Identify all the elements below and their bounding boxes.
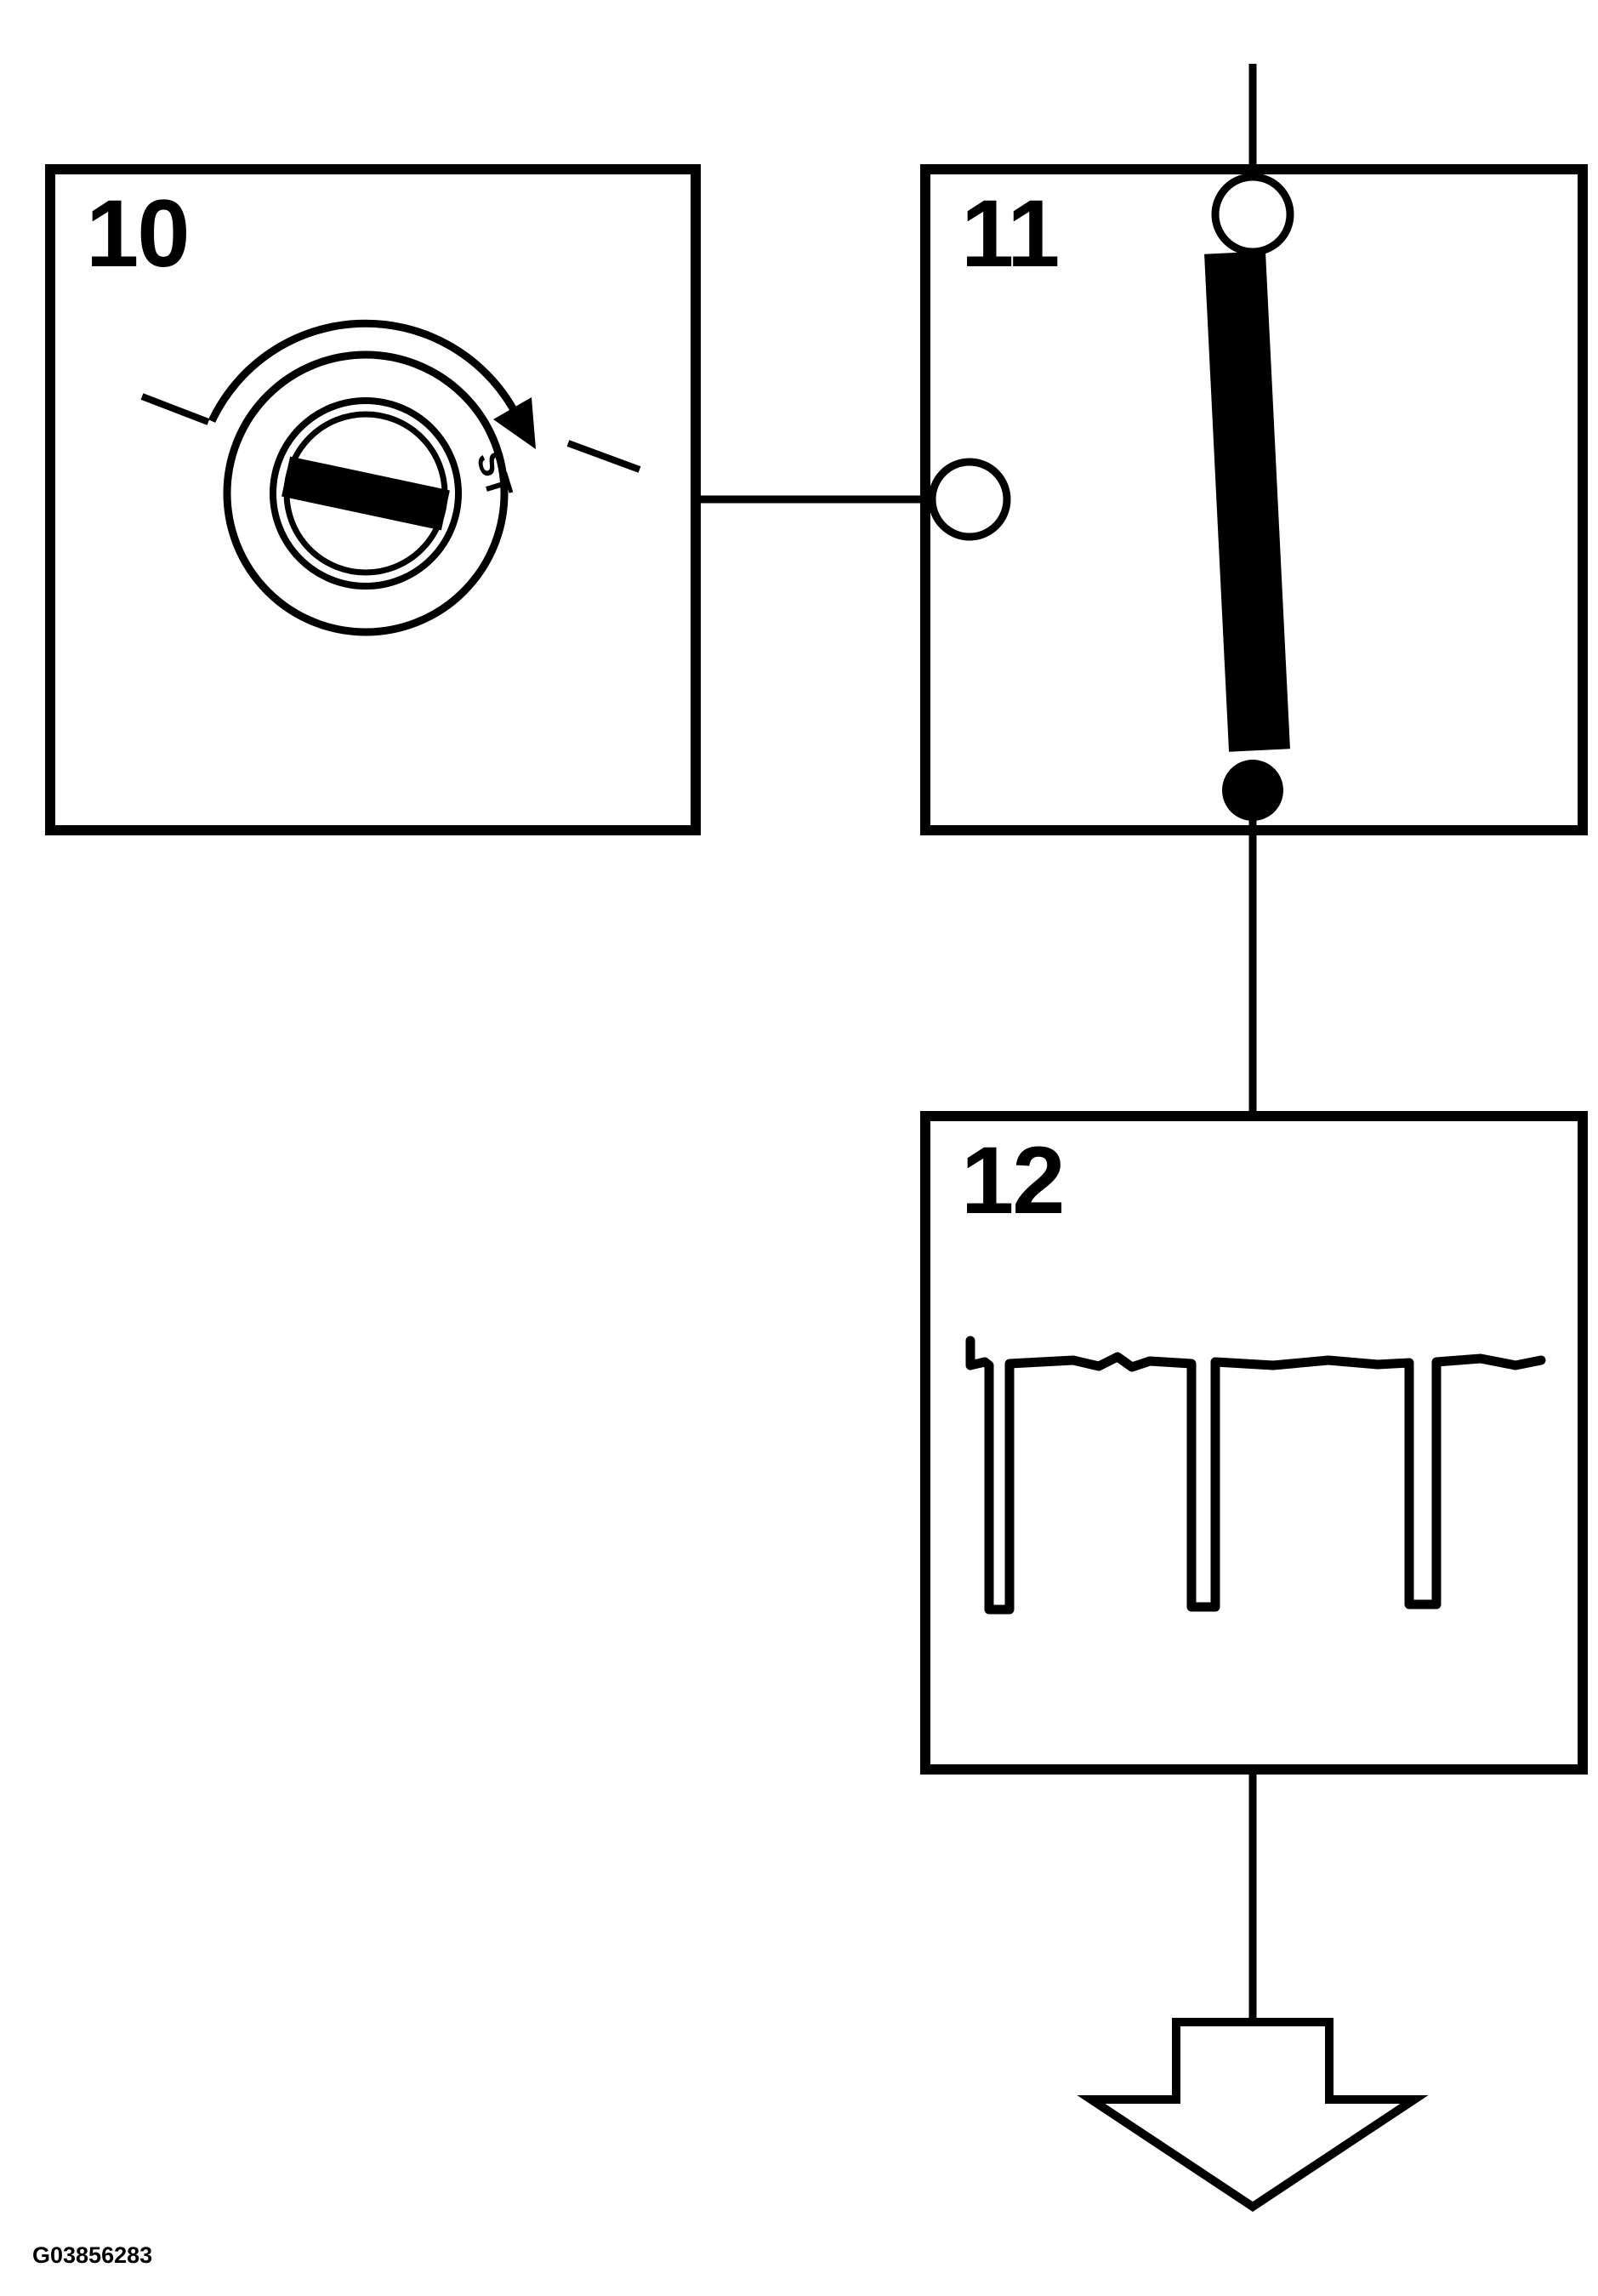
component-box-12: 12 xyxy=(920,1111,1588,1775)
component-number-11: 11 xyxy=(961,180,1060,287)
figure-code: G03856283 xyxy=(32,2242,153,2268)
component-box-11: 11 xyxy=(920,164,1588,835)
component-number-12: 12 xyxy=(961,1127,1066,1233)
down-arrow-outline xyxy=(1077,2018,1429,2212)
down-arrow-icon xyxy=(1077,2018,1429,2212)
component-number-10: 10 xyxy=(86,180,191,287)
component-box-10: 10 xyxy=(45,164,701,835)
